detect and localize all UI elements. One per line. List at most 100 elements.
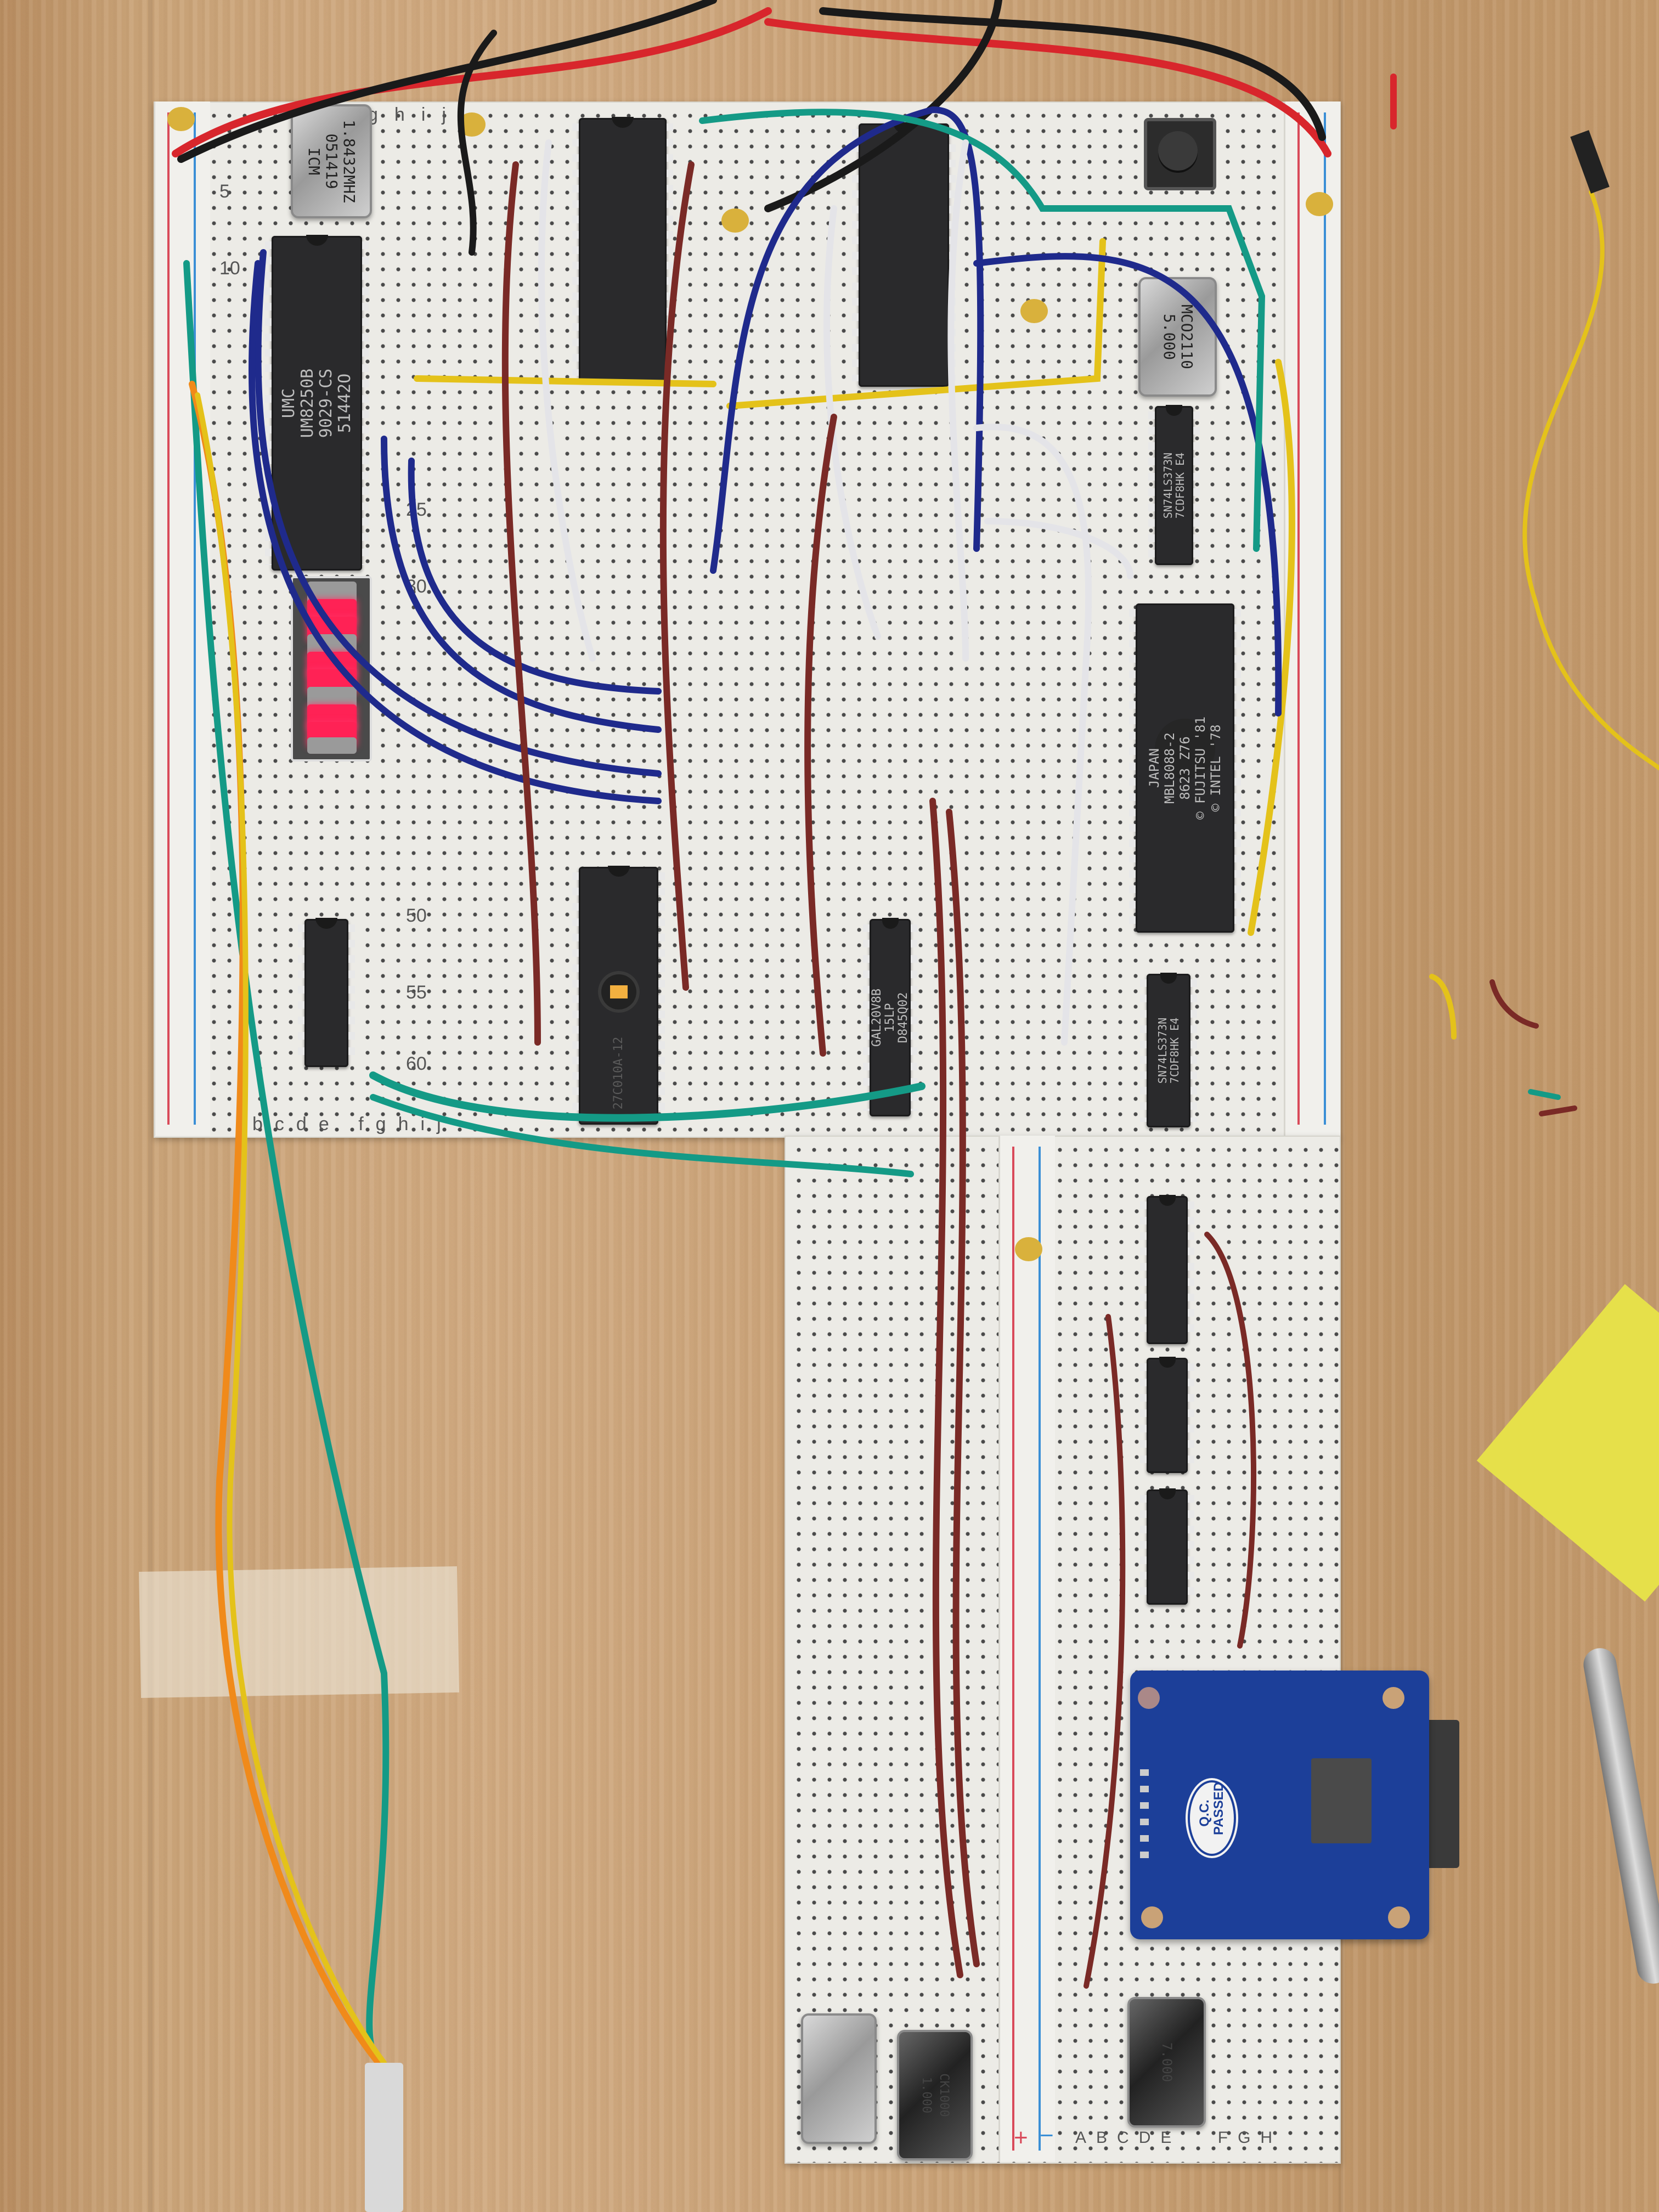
ceramic-capacitor: [1020, 299, 1048, 323]
cpu-chip-mbl8088-2: JAPAN MBL8088-2 8623 Z76 © FUJITSU '81 ©…: [1129, 603, 1241, 933]
chip-notch: [1166, 405, 1182, 416]
latch-chip-74ls373-2: SN74LS373N 7CDF8HK E4: [1140, 973, 1197, 1127]
power-rail: [998, 1136, 1055, 2162]
chip-notch: [612, 117, 634, 128]
chip-notch: [1159, 1357, 1176, 1368]
qc-passed-sticker: Q.C.PASSED: [1186, 1778, 1238, 1858]
eprom-window: [598, 971, 640, 1013]
oscillator-bottom-2: CK1000 1.000: [897, 2030, 973, 2160]
chip-notch: [1159, 1488, 1176, 1499]
ceramic-capacitor: [458, 112, 486, 137]
mounting-hole: [1141, 1906, 1163, 1928]
oscillator-label: MCO2110 5.000: [1160, 304, 1196, 370]
oscillator-bottom-1: [801, 2013, 877, 2144]
row-number: 50: [406, 905, 427, 926]
chip-dimple: [1155, 719, 1215, 779]
heat-shrink-sleeve: [365, 2063, 403, 2212]
chip-label: JAPAN MBL8088-2 8623 Z76 © FUJITSU '81 ©…: [1147, 716, 1223, 820]
col-label: F: [1217, 2129, 1238, 2147]
ceramic-capacitor: [1015, 1237, 1042, 1261]
chip-notch: [315, 918, 337, 929]
ceramic-capacitor: [167, 107, 195, 131]
reset-push-button[interactable]: [1144, 118, 1216, 190]
rail-minus-label: −: [1040, 2122, 1054, 2149]
oscillator-label: 7.000: [1159, 2042, 1175, 2083]
col-label: G: [1238, 2129, 1261, 2147]
row-number: 60: [406, 1053, 427, 1074]
col-label: b: [252, 1114, 275, 1135]
mounting-hole: [1138, 1687, 1160, 1709]
power-rail: [154, 101, 210, 1136]
chip-label: GAL20V8B 15LP D845Q02: [870, 989, 910, 1047]
col-label: c: [274, 1114, 296, 1135]
oscillator-label: CK1000 1.000: [919, 2073, 951, 2117]
col-label: d: [296, 1114, 319, 1135]
oscillator-5mhz: MCO2110 5.000: [1138, 277, 1217, 397]
oscillator-label: 1.8432MHZ 051419 ICM: [305, 120, 358, 203]
ram-chip-2: [852, 122, 956, 387]
col-label: B: [1096, 2129, 1118, 2147]
col-label: A: [1075, 2129, 1097, 2147]
eprom-chip: 27C010A-12: [572, 866, 665, 1125]
led-bar-graph: [291, 576, 372, 761]
chip-notch: [306, 235, 328, 246]
column-labels-bottom-left: bcde fghij: [252, 1114, 453, 1135]
latch-chip-74ls373-1: SN74LS373N 7CDF8HK E4: [1148, 405, 1200, 565]
wood-plank-seam: [148, 0, 153, 2212]
microsd-socket[interactable]: [1311, 1758, 1372, 1843]
chip-label: UMC UM8250B 9029-CS 51442O: [279, 368, 354, 438]
col-label: e: [318, 1114, 341, 1135]
col-label: j: [437, 1114, 453, 1135]
col-label: h: [398, 1114, 421, 1135]
row-number: 55: [406, 982, 427, 1003]
chip-label: 27C010A-12: [611, 1036, 625, 1110]
col-label: C: [1117, 2129, 1139, 2147]
sd-card-module: Q.C.PASSED: [1130, 1671, 1429, 1939]
wood-plank-seam: [1339, 0, 1343, 2212]
led-segment: [307, 737, 357, 754]
ceramic-capacitor: [1306, 192, 1333, 216]
row-number: 10: [219, 258, 240, 279]
yellow-sponge: [1476, 1284, 1659, 1602]
logic-chip-bottom-3: [1140, 1488, 1194, 1605]
ceramic-capacitor: [721, 208, 749, 233]
uart-chip-um8250b: UMC UM8250B 9029-CS 51442O: [265, 235, 369, 571]
chip-notch: [893, 122, 915, 133]
ram-chip-1: [572, 117, 673, 381]
eprom-die: [610, 985, 628, 998]
col-label: D: [1138, 2129, 1161, 2147]
logic-chip-left: [298, 918, 355, 1067]
logic-chip-bottom-1: [1140, 1195, 1194, 1344]
chip-notch: [1159, 1195, 1176, 1206]
chip-label: SN74LS373N 7CDF8HK E4: [1161, 452, 1187, 519]
row-number: 30: [406, 576, 427, 597]
mounting-hole: [1388, 1906, 1410, 1928]
soldering-probe-tool: [1581, 1645, 1659, 1987]
col-label: E: [1160, 2129, 1182, 2147]
col-label: H: [1260, 2129, 1283, 2147]
rail-plus-label: +: [1014, 2124, 1028, 2151]
col-label: h: [394, 104, 421, 125]
pin-header: [1140, 1769, 1149, 1863]
col-label: g: [375, 1114, 398, 1135]
column-labels-top: ghij: [368, 104, 462, 126]
chip-label: SN74LS373N 7CDF8HK E4: [1156, 1017, 1181, 1084]
breadboard-bottom: [785, 1136, 1341, 2164]
chip-notch: [882, 918, 899, 929]
chip-notch: [607, 866, 630, 877]
logic-chip-bottom-2: [1140, 1357, 1194, 1473]
gal-chip-gal20v8b: GAL20V8B 15LP D845Q02: [863, 918, 917, 1116]
oscillator-bottom-3: 7.000: [1127, 1997, 1206, 2128]
row-number: 25: [406, 499, 427, 520]
column-labels-bottom-right: ABCDE FGH: [1075, 2129, 1282, 2147]
masking-tape: [139, 1566, 459, 1699]
power-rail: [1284, 101, 1340, 1136]
chip-notch: [1160, 973, 1177, 984]
oscillator-1-8432mhz: 1.8432MHZ 051419 ICM: [291, 104, 372, 218]
col-label: f: [358, 1114, 376, 1135]
mounting-hole: [1383, 1687, 1404, 1709]
col-label: i: [421, 104, 442, 125]
row-number: 5: [219, 181, 230, 202]
col-label: i: [420, 1114, 437, 1135]
jumper-pin: [1570, 130, 1610, 194]
